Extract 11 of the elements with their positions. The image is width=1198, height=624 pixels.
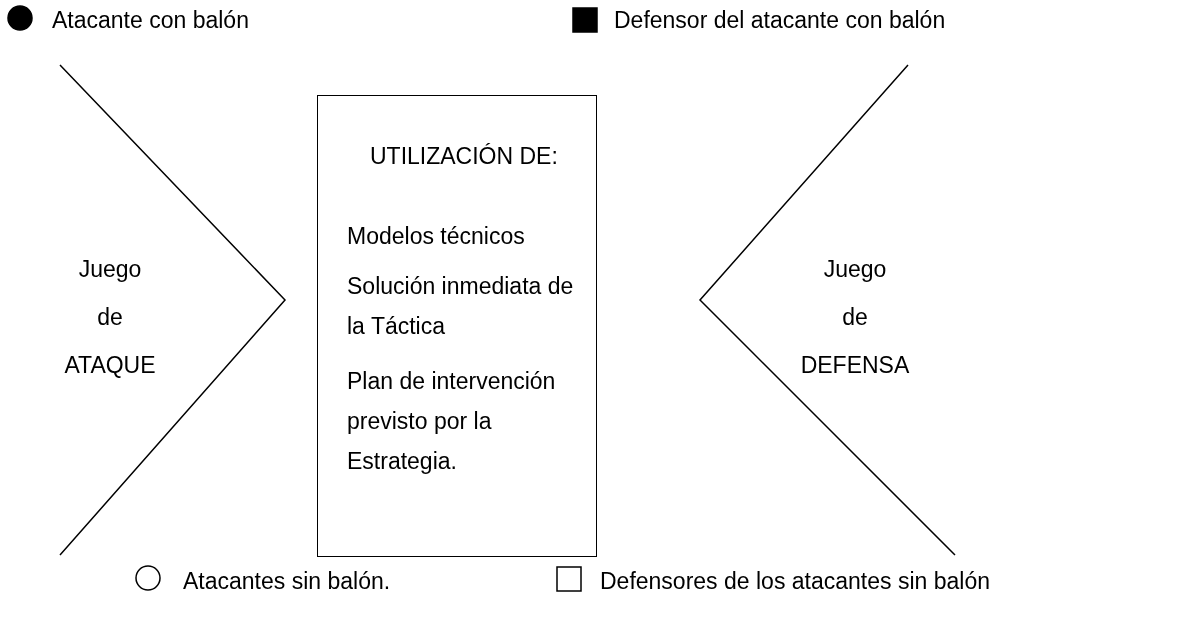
box-item: Plan de intervención previsto por la Estrategia.: [347, 367, 557, 476]
box-item: Solución inmediata de la Táctica: [347, 272, 575, 341]
legend-text: Defensores de los atacantes sin balón: [600, 567, 990, 595]
legend-text: Defensor del atacante con balón: [614, 6, 946, 34]
side-label: Juego de ATAQUE: [63, 255, 157, 380]
box-item: Modelos técnicos: [347, 222, 526, 251]
box-heading: UTILIZACIÓN DE:: [370, 142, 559, 171]
content-box: [317, 95, 597, 557]
side-label: Juego de DEFENSA: [799, 255, 911, 380]
legend-text: Atacantes sin balón.: [183, 567, 391, 595]
legend-text: Atacante con balón: [52, 6, 249, 34]
